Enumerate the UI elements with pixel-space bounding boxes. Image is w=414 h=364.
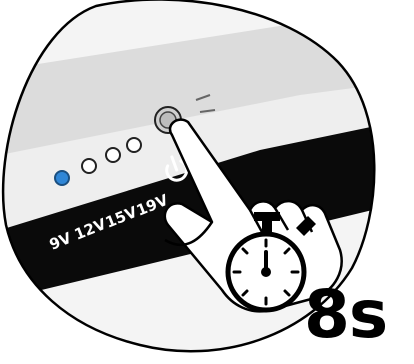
duration-label: 8s <box>304 276 388 353</box>
press-motion-lines <box>195 94 216 113</box>
led-indicator-icon <box>105 147 121 163</box>
led-indicator-icon <box>126 137 142 153</box>
led-row <box>54 137 142 186</box>
stopwatch-icon <box>225 212 316 313</box>
led-indicator-icon <box>54 170 70 186</box>
lens-outline <box>1 0 376 353</box>
led-indicator-icon <box>81 158 97 174</box>
